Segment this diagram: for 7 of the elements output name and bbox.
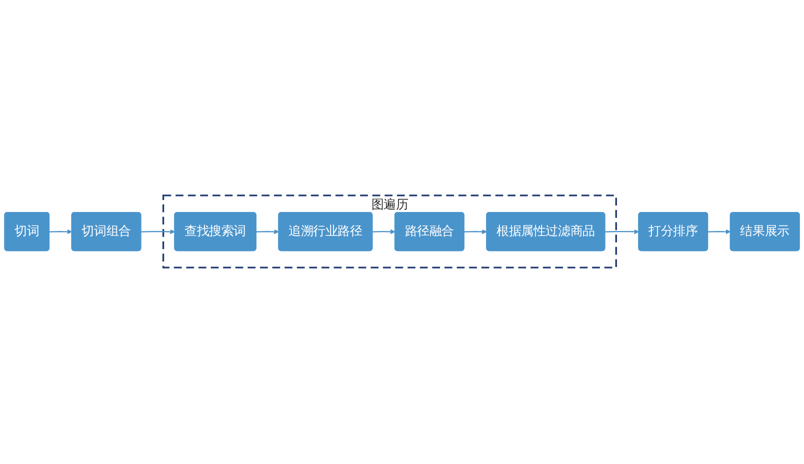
arrow [372, 230, 396, 235]
arrow [708, 230, 731, 235]
arrow [256, 230, 279, 235]
arrow [605, 230, 639, 235]
arrow [464, 230, 487, 235]
arrow [141, 230, 175, 235]
arrow [50, 230, 72, 235]
